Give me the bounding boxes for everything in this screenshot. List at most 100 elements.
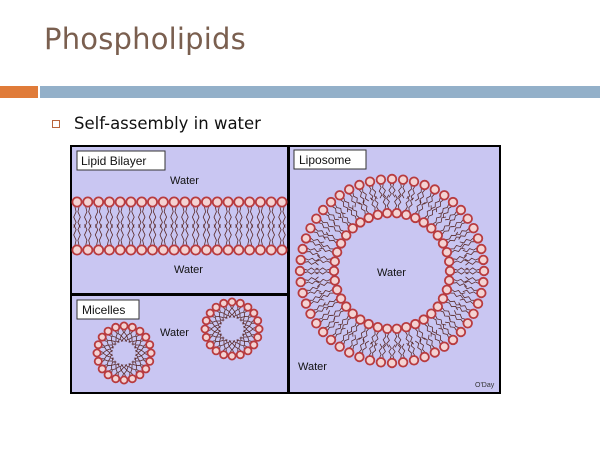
bullet-text: Self-assembly in water xyxy=(74,114,261,133)
lipid-head xyxy=(411,214,420,223)
lipid-head xyxy=(83,245,92,254)
lipid-head xyxy=(254,317,261,324)
lipid-head xyxy=(377,175,386,184)
lipid-head xyxy=(137,197,146,206)
lipid-head xyxy=(105,245,114,254)
lipid-head xyxy=(333,248,342,257)
lipid-head xyxy=(355,353,364,362)
lipid-head xyxy=(207,310,214,317)
lipid-head xyxy=(427,309,436,318)
lipid-head xyxy=(180,245,189,254)
lipid-head xyxy=(255,325,262,332)
lipid-head xyxy=(72,197,81,206)
lipid-head xyxy=(356,218,365,227)
lipid-head xyxy=(402,323,411,332)
lipid-head xyxy=(443,286,452,295)
lipid-head xyxy=(120,322,127,329)
lipid-head xyxy=(250,310,257,317)
lipid-head xyxy=(93,349,100,356)
lipid-head xyxy=(142,334,149,341)
lipid-head xyxy=(201,325,208,332)
lipid-head xyxy=(477,245,486,254)
lipid-head xyxy=(319,328,328,337)
lipid-head xyxy=(383,209,392,218)
lipid-head xyxy=(256,197,265,206)
lipid-head xyxy=(434,302,443,311)
lipid-head xyxy=(331,276,340,285)
lipid-head xyxy=(136,371,143,378)
lipid-head xyxy=(277,245,286,254)
lipid-head xyxy=(355,181,364,190)
lipid-head xyxy=(335,342,344,351)
lipid-head xyxy=(180,197,189,206)
lipid-head xyxy=(449,198,458,207)
lipid-head xyxy=(191,245,200,254)
lipid-head xyxy=(72,245,81,254)
lipid-head xyxy=(83,197,92,206)
lipid-head xyxy=(267,245,276,254)
figure-svg: Lipid Bilayer Micelles Liposome Water Wa… xyxy=(70,145,501,394)
lipid-head xyxy=(220,300,227,307)
lipid-head xyxy=(159,197,168,206)
lipid-head xyxy=(207,341,214,348)
bilayer-water-top-label: Water xyxy=(170,175,199,187)
lipid-head xyxy=(327,198,336,207)
lipid-head xyxy=(434,231,443,240)
lipid-head xyxy=(277,197,286,206)
lipid-head xyxy=(296,267,305,276)
bullet-item: Self-assembly in water xyxy=(52,114,261,133)
lipid-head xyxy=(469,310,478,319)
lipid-head xyxy=(94,197,103,206)
lipid-head xyxy=(463,319,472,328)
lipid-head xyxy=(364,214,373,223)
lipid-head xyxy=(137,245,146,254)
lipid-head xyxy=(213,347,220,354)
hollow-square-bullet-icon xyxy=(52,120,60,128)
lipid-head xyxy=(296,256,305,265)
lipid-head xyxy=(449,336,458,345)
lipid-head xyxy=(402,211,411,220)
lipid-head xyxy=(159,245,168,254)
lipid-head xyxy=(116,197,125,206)
lipid-head xyxy=(202,245,211,254)
lipid-head xyxy=(170,245,179,254)
lipid-head xyxy=(348,309,357,318)
lipid-head xyxy=(256,245,265,254)
lipid-head xyxy=(393,209,402,218)
lipid-head xyxy=(356,315,365,324)
slide-title: Phospholipids xyxy=(44,22,246,56)
lipid-head xyxy=(457,328,466,337)
lipid-head xyxy=(477,289,486,298)
lipid-head xyxy=(333,286,342,295)
lipid-head xyxy=(319,206,328,215)
figure-credit: O'Day xyxy=(475,382,495,389)
lipid-head xyxy=(306,310,315,319)
lipid-head xyxy=(146,341,153,348)
lipid-head xyxy=(469,224,478,233)
lipid-head xyxy=(136,328,143,335)
lipid-head xyxy=(374,211,383,220)
lipid-head xyxy=(126,197,135,206)
lipid-head xyxy=(410,177,419,186)
lipid-head xyxy=(399,175,408,184)
lipid-head xyxy=(95,341,102,348)
micelles-label: Micelles xyxy=(82,303,125,317)
lipid-head xyxy=(345,185,354,194)
lipid-head xyxy=(302,299,311,308)
lipid-head xyxy=(142,365,149,372)
liposome-label: Liposome xyxy=(299,153,351,167)
lipid-head xyxy=(302,234,311,243)
lipid-head xyxy=(377,358,386,367)
lipid-head xyxy=(335,191,344,200)
lipid-head xyxy=(327,336,336,345)
lipid-head xyxy=(244,304,251,311)
lipid-head xyxy=(366,356,375,365)
lipid-head xyxy=(399,358,408,367)
lipid-head xyxy=(364,320,373,329)
lipid-head xyxy=(419,218,428,227)
lipid-head xyxy=(112,324,119,331)
lipid-head xyxy=(105,328,112,335)
lipid-head xyxy=(439,294,448,303)
lipid-head xyxy=(224,245,233,254)
bilayer-water-bottom-label: Water xyxy=(174,264,203,276)
